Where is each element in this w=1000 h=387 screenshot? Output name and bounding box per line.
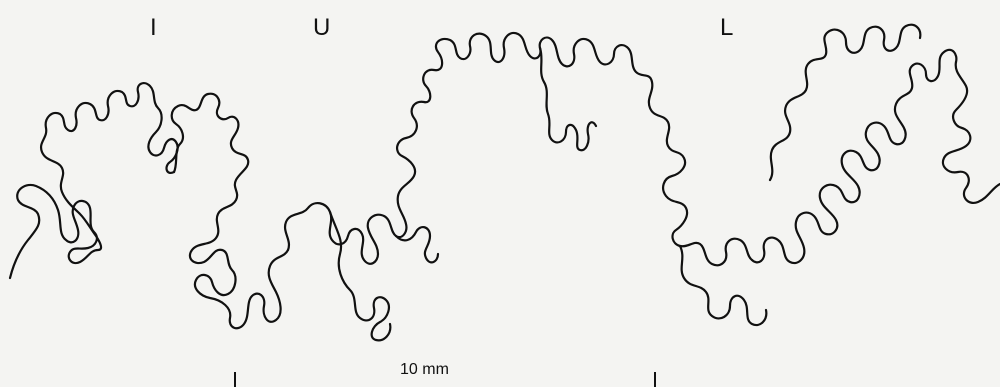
suture-line-l (752, 50, 956, 263)
suture-line-i (10, 83, 178, 278)
label-l: L (720, 16, 733, 40)
suture-line-u-inner (396, 227, 438, 262)
suture-line-l-bottom (680, 246, 766, 325)
suture-line-i-u (172, 94, 288, 329)
label-u: U (313, 16, 330, 40)
label-i: I (150, 16, 157, 40)
suture-line-l-right (943, 62, 1000, 203)
suture-line-u-fingers (540, 48, 596, 150)
suture-line-u-l (540, 38, 752, 266)
suture-line-u (285, 33, 540, 264)
scale-bar-label: 10 mm (400, 362, 449, 378)
